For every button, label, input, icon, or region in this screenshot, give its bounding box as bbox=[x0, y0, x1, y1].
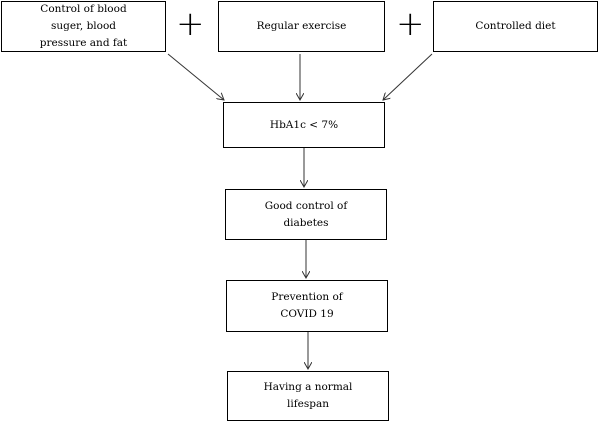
node-prevention-covid-label: Prevention of COVID 19 bbox=[271, 291, 343, 320]
node-normal-lifespan: Having a normal lifespan bbox=[227, 371, 389, 421]
node-regular-exercise-label: Regular exercise bbox=[256, 20, 347, 32]
node-control-blood-sugar-label: Control of blood suger, blood pressure a… bbox=[39, 3, 128, 49]
arrow-control-to-hba1c bbox=[167, 53, 224, 100]
node-hba1c-label: HbA1c < 7% bbox=[269, 118, 339, 131]
node-good-control: Good control of diabetes bbox=[225, 189, 387, 240]
arrow-diet-to-hba1c bbox=[383, 53, 433, 100]
node-regular-exercise: Regular exercise bbox=[218, 1, 385, 52]
node-controlled-diet: Controlled diet bbox=[433, 1, 598, 52]
plus-sign-1: + bbox=[176, 4, 205, 44]
plus-sign-2: + bbox=[396, 4, 425, 44]
node-controlled-diet-label: Controlled diet bbox=[475, 20, 556, 32]
node-prevention-covid: Prevention of COVID 19 bbox=[226, 280, 388, 332]
node-normal-lifespan-label: Having a normal lifespan bbox=[263, 381, 353, 410]
node-good-control-label: Good control of diabetes bbox=[264, 199, 348, 229]
node-control-blood-sugar: Control of blood suger, blood pressure a… bbox=[1, 1, 166, 52]
node-hba1c: HbA1c < 7% bbox=[223, 102, 385, 148]
